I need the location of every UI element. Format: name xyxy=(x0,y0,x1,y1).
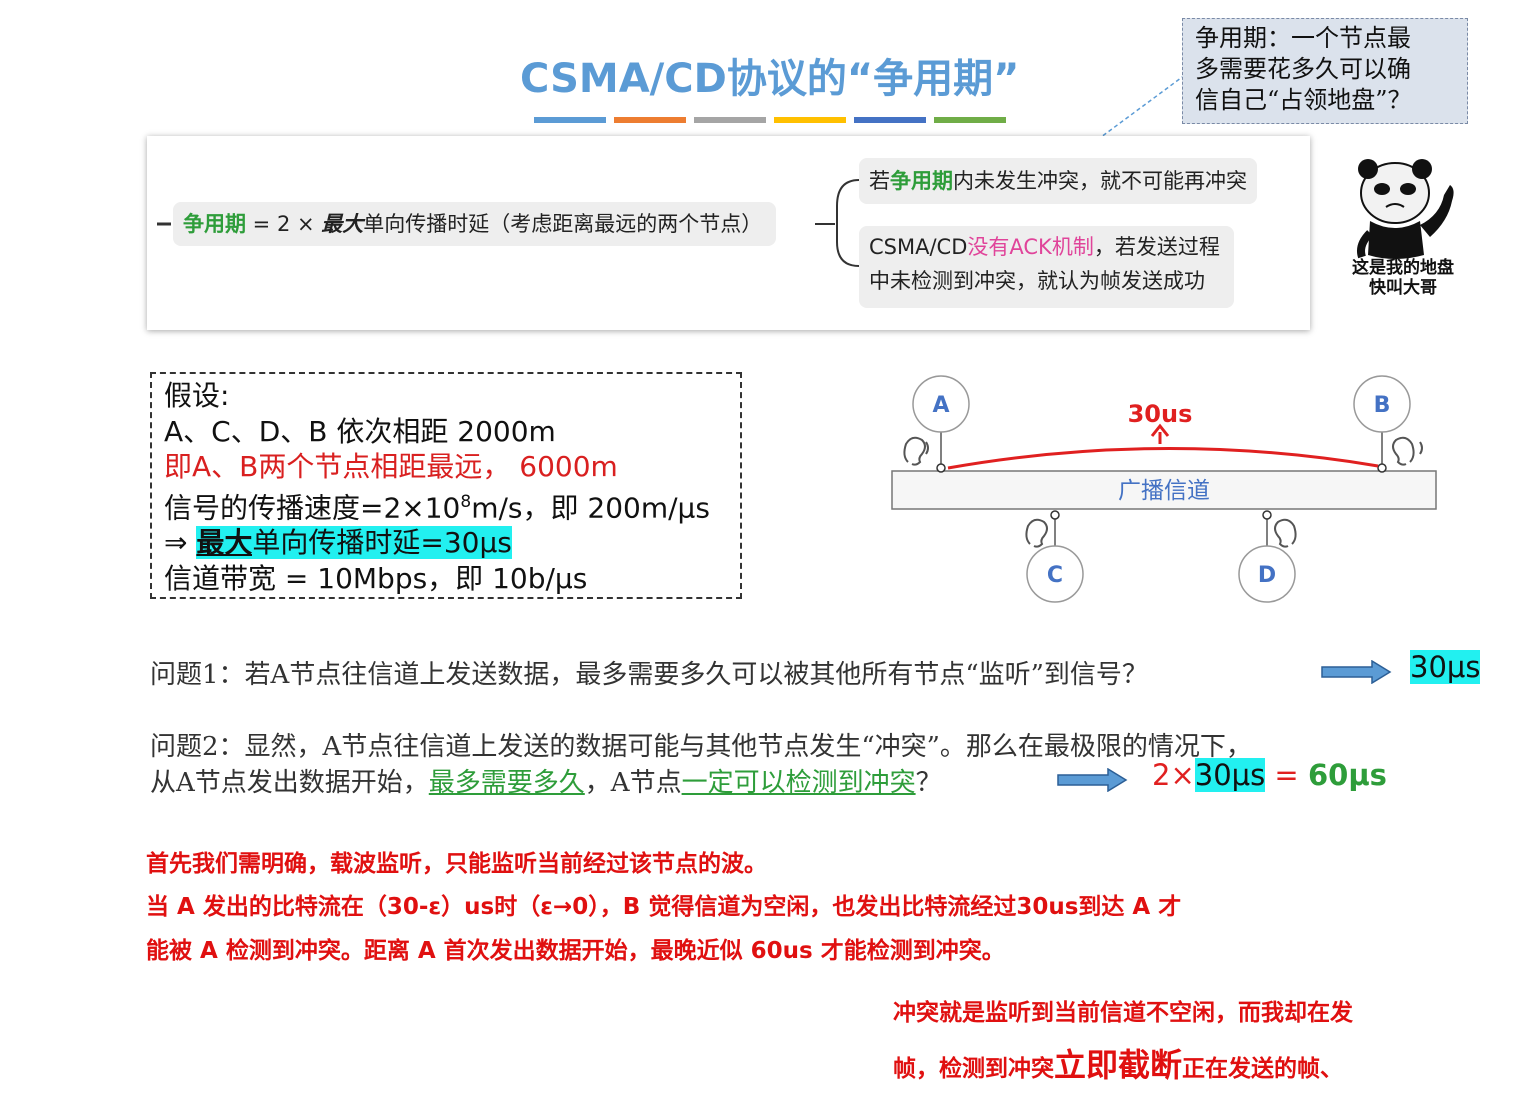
conflict-emphasis: 立即截断 xyxy=(1054,1046,1183,1084)
delay-label: 30us xyxy=(1128,400,1193,428)
node-b xyxy=(1353,375,1411,433)
node-c xyxy=(1026,545,1084,603)
meme-caption-line: 这是我的地盘 xyxy=(1352,258,1454,278)
implies-arrow: ⇒ xyxy=(164,526,197,560)
meme-caption-line: 快叫大哥 xyxy=(1369,278,1437,298)
assumption-line: ⇒ 最大单向传播时延=30μs xyxy=(164,525,740,561)
assumptions-heading: 假设: xyxy=(164,379,230,412)
right-arrow-icon xyxy=(1321,660,1392,684)
branch-text: 若 xyxy=(869,169,890,193)
explanation-line: 当 A 发出的比特流在（30-ε）us时（ε→0），B 觉得信道为空闲，也发出比… xyxy=(146,894,1182,920)
assumption-line: A、C、D、B 依次相距 2000m xyxy=(164,414,556,448)
callout-note: 争用期：一个节点最 多需要花多久可以确 信自己“占领地盘”？ xyxy=(1182,18,1468,124)
answer-equals: = xyxy=(1265,758,1308,792)
question-2-line1: 问题2：显然，A节点往信道上发送的数据可能与其他节点发生“冲突”。那么在最极限的… xyxy=(150,732,1252,762)
question-2-line2: 从A节点发出数据开始，最多需要多久，A节点一定可以检测到冲突？ xyxy=(150,762,942,799)
right-arrow-icon xyxy=(1057,768,1128,792)
assumption-line-highlight: 即A、B两个节点相距最远， 6000m xyxy=(164,450,618,483)
conflict-note-line: 冲突就是监听到当前信道不空闲，而我却在发 xyxy=(893,1000,1353,1026)
color-bar-segment xyxy=(854,117,926,123)
speed-text: m/s，即 200m/μs xyxy=(471,490,710,524)
answer-highlight: 30μs xyxy=(1194,758,1266,792)
assumption-line: 信道带宽 = 10Mbps，即 10b/μs xyxy=(164,561,588,595)
color-bar-segment xyxy=(694,117,766,123)
meme-caption: 这是我的地盘 快叫大哥 xyxy=(1328,258,1478,298)
branch-text: 中未检测到冲突，就认为帧发送成功 xyxy=(869,269,1205,293)
assumptions-box: 假设: A、C、D、B 依次相距 2000m 即A、B两个节点相距最远， 600… xyxy=(150,372,742,599)
term-highlight: 争用期 xyxy=(183,212,246,236)
signal-propagation-curve xyxy=(947,446,1379,470)
definition-text: 单向传播时延（考虑距离最远的两个节点） xyxy=(363,212,763,236)
ear-icon xyxy=(1392,436,1423,466)
conflict-note-line: 帧，检测到冲突立即截断正在发送的帧、 xyxy=(893,1040,1343,1086)
emphasis-text: 最大 xyxy=(321,212,364,236)
answer-result: 60μs xyxy=(1307,758,1387,792)
conflict-text: 正在发送的帧、 xyxy=(1182,1056,1344,1082)
node-label: A xyxy=(932,393,949,418)
contention-period-definition: 争用期 = 2 × 最大单向传播时延（考虑距离最远的两个节点） xyxy=(173,202,777,246)
summary-mindmap: 争用期 = 2 × 最大单向传播时延（考虑距离最远的两个节点） 若争用期内未发生… xyxy=(147,136,1310,330)
explanation-line: 首先我们需明确，载波监听，只能监听当前经过该节点的波。 xyxy=(146,851,767,877)
speed-text: 信号的传播速度=2×10 xyxy=(164,490,461,524)
color-bar-segment xyxy=(774,117,846,123)
underlined-phrase: 一定可以检测到冲突 xyxy=(681,768,916,798)
exponent: 8 xyxy=(460,491,472,512)
explanation-line: 能被 A 检测到冲突。距离 A 首次发出数据开始，最晚近似 60us 才能检测到… xyxy=(146,938,1005,964)
up-arrow-icon xyxy=(1150,423,1170,437)
formula-text: = 2 × xyxy=(246,212,322,236)
panda-meme-icon xyxy=(1357,159,1454,259)
ear-icon xyxy=(1274,518,1297,548)
ear-icon xyxy=(903,436,929,466)
question-text: ，A节点 xyxy=(584,768,682,798)
answer-1: 30μs xyxy=(1410,650,1481,684)
node-a xyxy=(912,375,970,433)
callout-line: 多需要花多久可以确 xyxy=(1195,55,1411,83)
conflict-text: 帧，检测到冲突 xyxy=(893,1056,1054,1082)
branch-no-ack: CSMA/CD没有ACK机制，若发送过程 中未检测到冲突，就认为帧发送成功 xyxy=(859,226,1234,308)
no-ack-highlight: 没有ACK机制 xyxy=(967,235,1094,259)
color-bar-segment xyxy=(534,117,606,123)
node-d xyxy=(1238,545,1296,603)
assumption-line: 信号的传播速度=2×108m/s，即 200m/μs xyxy=(164,485,740,526)
underlined-phrase: 最多需要多久 xyxy=(428,768,585,798)
branch-text: CSMA/CD xyxy=(869,235,968,259)
emphasis-text: 最大 xyxy=(196,526,253,560)
page-title: CSMA/CD协议的“争用期” xyxy=(520,56,1020,102)
callout-line: 争用期：一个节点最 xyxy=(1195,24,1411,52)
question-text: ？ xyxy=(915,768,942,798)
branch-text: ，若发送过程 xyxy=(1093,235,1220,259)
channel-label: 广播信道 xyxy=(1118,478,1210,504)
branch-text: 内未发生冲突，就不可能再冲突 xyxy=(953,169,1247,193)
branch-no-conflict: 若争用期内未发生冲突，就不可能再冲突 xyxy=(859,158,1257,204)
question-text: 从A节点发出数据开始， xyxy=(150,768,429,798)
color-bar-segment xyxy=(934,117,1006,123)
question-1: 问题1：若A节点往信道上发送数据，最多需要多久可以被其他所有节点“监听”到信号？ xyxy=(150,660,1148,690)
callout-line: 信自己“占领地盘”？ xyxy=(1195,86,1412,114)
max-delay-text: 单向传播时延=30μs xyxy=(252,526,512,560)
node-label: C xyxy=(1047,563,1063,588)
answer-multiplier: 2× xyxy=(1152,758,1195,792)
ear-icon xyxy=(1025,518,1048,548)
color-bar-segment xyxy=(614,117,686,123)
term-highlight: 争用期 xyxy=(890,169,953,193)
broadcast-channel xyxy=(891,470,1437,510)
broadcast-channel-diagram: 广播信道 A B C D 30us xyxy=(891,375,1437,603)
node-label: D xyxy=(1258,563,1276,588)
node-label: B xyxy=(1374,393,1391,418)
answer-2: 2×30μs = 60μs xyxy=(1152,758,1387,792)
mindmap-connectors xyxy=(157,179,860,267)
